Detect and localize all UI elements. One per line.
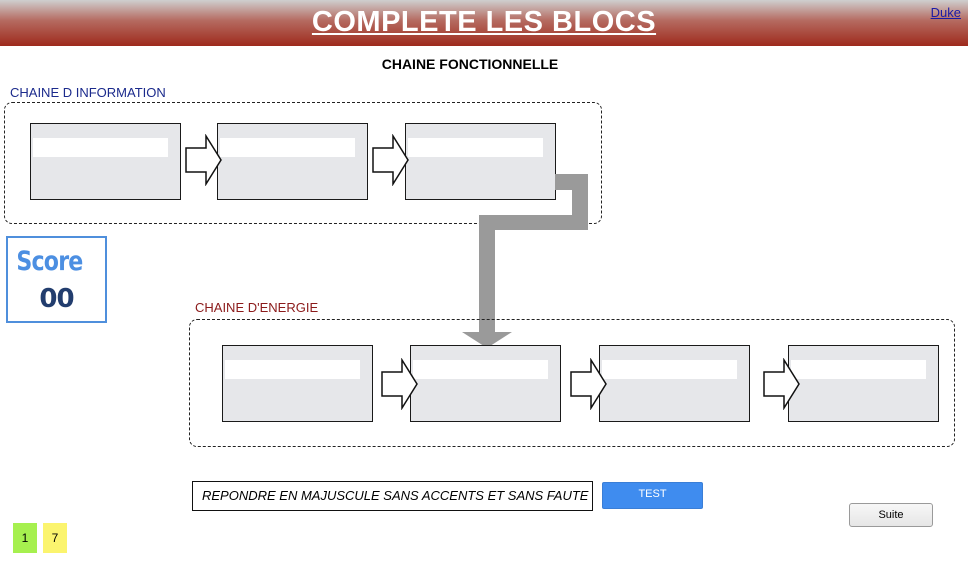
duke-link[interactable]: Duke — [930, 5, 961, 20]
score-label: Score — [16, 246, 83, 277]
energy-block-2 — [410, 345, 561, 422]
info-block-1 — [30, 123, 181, 200]
right-arrow-icon — [570, 358, 607, 410]
energy-block-1 — [222, 345, 373, 422]
instruction-text: REPONDRE EN MAJUSCULE SANS ACCENTS ET SA… — [192, 481, 593, 511]
score-panel: Score 00 — [6, 236, 107, 323]
test-button[interactable]: TEST — [602, 482, 703, 509]
right-arrow-icon — [381, 358, 418, 410]
header-bar: COMPLETE LES BLOCS Duke — [0, 0, 968, 46]
total-questions-counter: 7 — [43, 523, 67, 553]
right-arrow-icon — [185, 134, 222, 186]
energy-block-1-input[interactable] — [225, 360, 360, 379]
right-arrow-icon — [763, 358, 800, 410]
energy-block-3-input[interactable] — [602, 360, 737, 379]
info-block-2-input[interactable] — [220, 138, 355, 157]
right-arrow-icon — [372, 134, 409, 186]
page-title: CHAINE FONCTIONNELLE — [381, 56, 559, 72]
information-chain-group — [4, 102, 602, 224]
info-block-2 — [217, 123, 368, 200]
info-block-3 — [405, 123, 556, 200]
suite-button[interactable]: Suite — [849, 503, 933, 527]
energy-chain-label: CHAINE D'ENERGIE — [195, 300, 319, 315]
page-header-title: COMPLETE LES BLOCS — [311, 6, 657, 38]
energy-block-4 — [788, 345, 939, 422]
energy-chain-group — [189, 319, 955, 447]
score-value: 00 — [39, 284, 74, 314]
information-chain-label: CHAINE D INFORMATION — [10, 85, 166, 100]
energy-block-4-input[interactable] — [791, 360, 926, 379]
info-block-3-input[interactable] — [408, 138, 543, 157]
energy-block-2-input[interactable] — [413, 360, 548, 379]
energy-block-3 — [599, 345, 750, 422]
current-question-counter: 1 — [13, 523, 37, 553]
info-block-1-input[interactable] — [33, 138, 168, 157]
